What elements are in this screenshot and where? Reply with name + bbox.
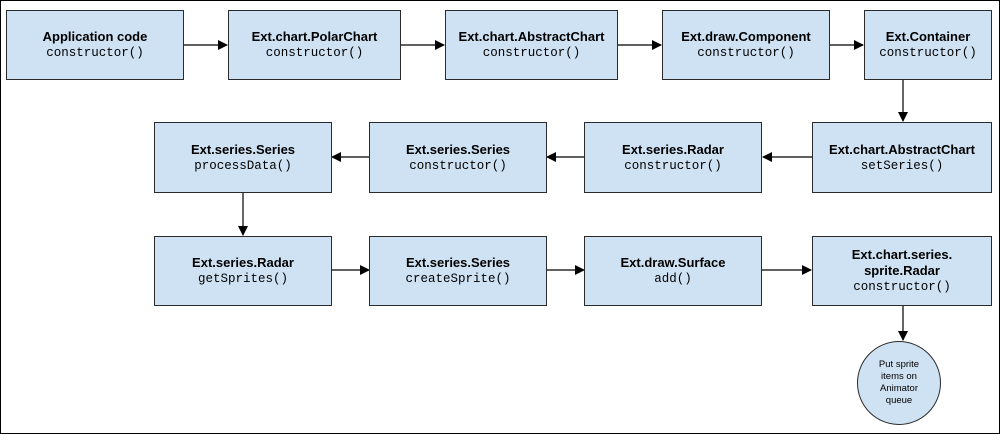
- node-method: createSprite(): [405, 272, 511, 286]
- node-title: Ext.draw.Component: [681, 29, 811, 44]
- node-title: Ext.chart.AbstractChart: [458, 29, 605, 44]
- node-method: getSprites(): [197, 272, 288, 286]
- node-title-line2: sprite.Radar: [864, 263, 940, 278]
- node-series-createsprite: Ext.series.Series createSprite(): [369, 236, 547, 306]
- node-title: Ext.draw.Surface: [620, 255, 726, 270]
- node-method: constructor(): [879, 46, 977, 60]
- node-title: Ext.series.Radar: [192, 255, 294, 270]
- node-method: constructor(): [482, 46, 581, 60]
- node-title: Ext.chart.PolarChart: [251, 29, 378, 44]
- node-series-processdata: Ext.series.Series processData(): [154, 122, 332, 193]
- node-method: constructor(): [46, 46, 144, 60]
- node-method: processData(): [194, 158, 292, 173]
- node-animator-queue-text: Put sprite items on Animator queue: [878, 359, 920, 406]
- node-method: constructor(): [409, 158, 507, 173]
- node-method: constructor(): [853, 280, 951, 294]
- node-title-line1: Ext.chart.series.: [851, 247, 953, 262]
- node-title: Ext.series.Series: [405, 255, 511, 270]
- node-animator-queue: Put sprite items on Animator queue: [857, 341, 941, 425]
- node-radar-constructor: Ext.series.Radar constructor(): [584, 122, 762, 193]
- node-method: constructor(): [697, 46, 795, 60]
- node-title: Ext.series.Radar: [622, 141, 724, 157]
- node-title: Ext.Container: [885, 29, 971, 44]
- node-method: setSeries(): [860, 158, 944, 173]
- node-series-constructor: Ext.series.Series constructor(): [369, 122, 547, 193]
- node-polarchart: Ext.chart.PolarChart constructor(): [228, 10, 401, 80]
- node-abstractchart-setseries: Ext.chart.AbstractChart setSeries(): [812, 122, 992, 193]
- node-title: Ext.chart.AbstractChart: [829, 141, 975, 157]
- node-draw-surface: Ext.draw.Surface add(): [584, 236, 762, 306]
- node-draw-component: Ext.draw.Component constructor(): [662, 10, 830, 80]
- node-application-code: Application code constructor(): [6, 10, 184, 80]
- node-method: add(): [654, 272, 692, 286]
- node-abstractchart-constructor: Ext.chart.AbstractChart constructor(): [445, 10, 618, 80]
- node-title: Ext.series.Series: [405, 141, 511, 157]
- node-radar-getsprites: Ext.series.Radar getSprites(): [154, 236, 332, 306]
- node-method: constructor(): [265, 46, 364, 60]
- node-container: Ext.Container constructor(): [864, 10, 992, 80]
- node-method: constructor(): [624, 158, 722, 173]
- node-title: Ext.series.Series: [190, 141, 296, 157]
- node-sprite-radar: Ext.chart.series. sprite.Radar construct…: [812, 236, 992, 306]
- node-title: Application code: [42, 29, 148, 44]
